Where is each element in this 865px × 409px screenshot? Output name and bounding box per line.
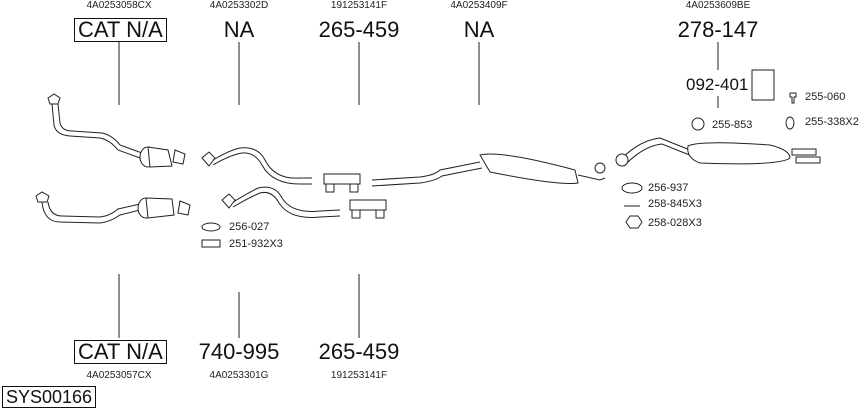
middle-silencer xyxy=(371,153,606,187)
clamps xyxy=(323,173,387,219)
front-pipe-cat-top xyxy=(47,93,186,168)
part-label[interactable]: 265-459 xyxy=(318,339,400,364)
oe-number: 4A0253609BE xyxy=(685,0,751,11)
ring-icon xyxy=(691,117,705,131)
ring-oval-icon xyxy=(785,116,795,130)
oe-number: 191253141F xyxy=(330,370,388,381)
rubber-mount-icon xyxy=(751,69,775,101)
bolt-icon xyxy=(789,92,797,104)
accessory-label[interactable]: 251-932X3 xyxy=(229,238,283,250)
front-pipe-cat-bottom xyxy=(35,191,191,224)
accessory-label[interactable]: 255-060 xyxy=(805,91,846,103)
part-label[interactable]: NA xyxy=(463,17,495,42)
oe-number: 191253141F xyxy=(330,0,388,11)
accessory-label[interactable]: 256-027 xyxy=(229,221,270,233)
oe-number: 4A0253409F xyxy=(450,0,508,11)
accessory-label[interactable]: 258-845X3 xyxy=(648,198,702,210)
accessory-label[interactable]: 255-338X2 xyxy=(805,116,859,128)
spring-icon xyxy=(201,239,221,248)
part-label[interactable]: CAT N/A xyxy=(74,18,167,42)
oe-number: 4A0253058CX xyxy=(86,0,152,11)
oe-number: 4A0253301G xyxy=(209,370,269,381)
gasket-icon xyxy=(621,182,643,194)
part-label[interactable]: 092-401 xyxy=(686,75,749,94)
part-label[interactable]: CAT N/A xyxy=(74,340,167,364)
intermediate-pipes xyxy=(201,147,341,218)
rear-silencer xyxy=(615,137,821,167)
accessory-label[interactable]: 258-028X3 xyxy=(648,217,702,229)
oe-number: 4A0253302D xyxy=(209,0,269,11)
system-code: SYS00166 xyxy=(2,386,97,408)
part-label[interactable]: 740-995 xyxy=(198,339,280,364)
part-label[interactable]: 278-147 xyxy=(677,17,759,42)
part-label[interactable]: 265-459 xyxy=(318,17,400,42)
part-label[interactable]: NA xyxy=(223,17,255,42)
gasket-icon xyxy=(201,222,221,232)
accessory-label[interactable]: 256-937 xyxy=(648,182,689,194)
accessory-label[interactable]: 255-853 xyxy=(712,119,753,131)
oe-number: 4A0253057CX xyxy=(86,370,152,381)
nut-icon xyxy=(625,215,643,229)
